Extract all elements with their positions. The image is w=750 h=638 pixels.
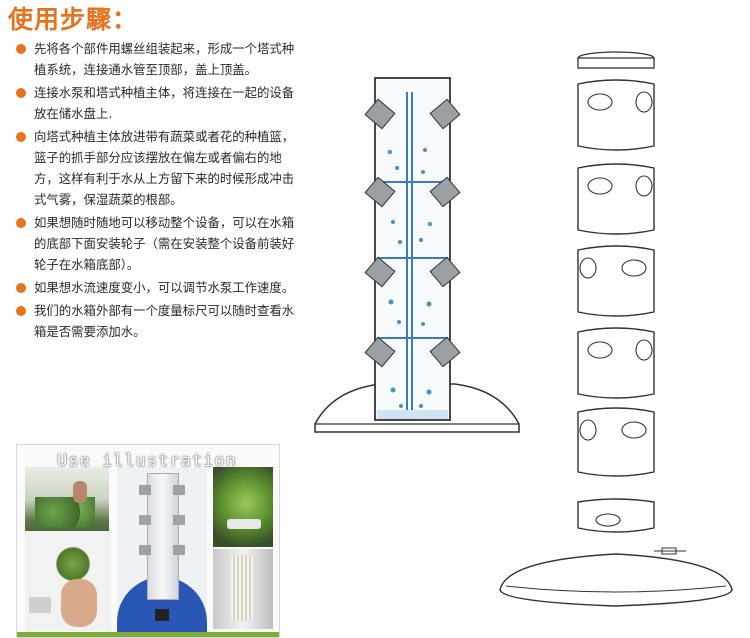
pump-icon xyxy=(155,609,169,621)
planting-photo xyxy=(25,531,111,631)
instruction-text: 如果想水流速度变小，可以调节水泵工作速度。 xyxy=(34,280,295,295)
instruction-step: 我们的水箱外部有一个度量标尺可以随时查看水箱是否需要添加水。 xyxy=(16,300,298,342)
orange-dot-icon xyxy=(16,218,26,228)
tower-photo xyxy=(117,467,207,635)
orange-dot-icon xyxy=(16,283,26,293)
instruction-step: 先将各个部件用螺丝组装起来，形成一个塔式种植系统，连接通水管至顶部，盖上顶盖。 xyxy=(16,38,298,80)
instruction-text: 向塔式种植主体放进带有蔬菜或者花的种植篮，篮子的抓手部分应该摆放在偏左或者偏右的… xyxy=(34,129,295,207)
exploded-parts-diagram xyxy=(499,51,733,607)
illustration-caption: Use illustration xyxy=(57,451,237,471)
instruction-step: 如果想水流速度变小，可以调节水泵工作速度。 xyxy=(16,277,298,298)
instruction-text: 如果想随时随地可以移动整个设备，可以在水箱的底部下面安装轮子（需在安装整个设备前… xyxy=(34,215,295,272)
orange-dot-icon xyxy=(16,88,26,98)
orange-dot-icon xyxy=(16,132,26,142)
instruction-step: 如果想随时随地可以移动整个设备，可以在水箱的底部下面安装轮子（需在安装整个设备前… xyxy=(16,212,298,275)
instruction-step: 向塔式种植主体放进带有蔬菜或者花的种植篮，篮子的抓手部分应该摆放在偏左或者偏右的… xyxy=(16,126,298,210)
lettuce-photo xyxy=(213,467,273,547)
instruction-text: 我们的水箱外部有一个度量标尺可以随时查看水箱是否需要添加水。 xyxy=(34,303,295,339)
assembled-tower-diagram xyxy=(314,77,520,433)
page-title: 使用步驟： xyxy=(8,5,139,34)
bottom-accent-bar xyxy=(17,632,279,637)
instruction-step: 连接水泵和塔式种植主体，将连接在一起的设备放在储水盘上. xyxy=(16,82,298,124)
usage-photo-panel: Use illustration xyxy=(16,444,280,638)
instruction-text: 连接水泵和塔式种植主体，将连接在一起的设备放在储水盘上. xyxy=(34,85,295,121)
orange-dot-icon xyxy=(16,306,26,316)
roots-photo xyxy=(213,549,273,629)
orange-dot-icon xyxy=(16,44,26,54)
instruction-text: 先将各个部件用螺丝组装起来，形成一个塔式种植系统，连接通水管至顶部，盖上顶盖。 xyxy=(34,41,295,77)
instruction-list: 先将各个部件用螺丝组装起来，形成一个塔式种植系统，连接通水管至顶部，盖上顶盖。 … xyxy=(16,38,298,344)
